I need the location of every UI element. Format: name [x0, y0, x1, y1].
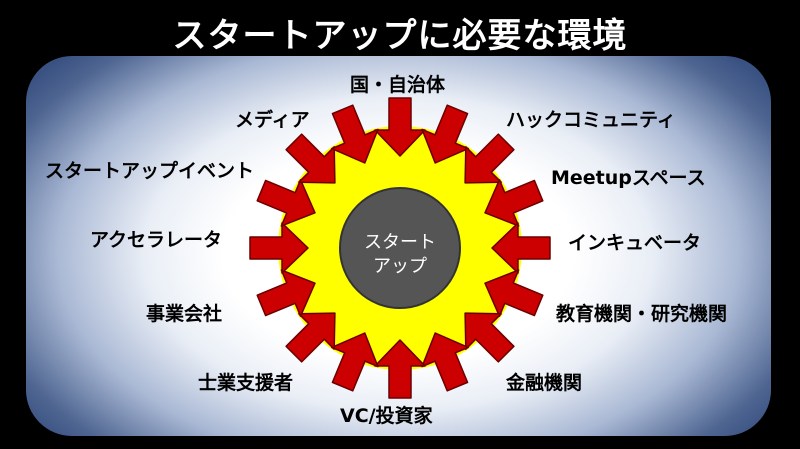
label-meetup-space: Meetupスペース: [551, 167, 706, 189]
label-hack-community: ハックコミュニティ: [506, 109, 676, 131]
inward-arrow-icon: [285, 312, 336, 363]
label-startup-events: スタートアップイベント: [45, 160, 255, 182]
inward-arrow-icon: [484, 179, 544, 227]
inward-arrow-icon: [421, 104, 469, 164]
inward-arrow-icon: [464, 133, 515, 184]
inward-arrow-icon: [256, 179, 316, 227]
inward-arrow-icon: [285, 133, 336, 184]
center-label: スタート アップ: [340, 231, 460, 279]
inward-arrow-icon: [249, 222, 309, 274]
inward-arrow-icon: [484, 269, 544, 317]
label-government: 国・自治体: [350, 74, 446, 96]
center-label-line2: アップ: [373, 256, 427, 277]
inward-arrow-icon: [374, 97, 426, 157]
label-business-companies: 事業会社: [146, 303, 223, 325]
inward-arrow-icon: [464, 312, 515, 363]
label-incubator: インキュベータ: [568, 232, 702, 254]
label-professional-support: 士業支援者: [198, 372, 294, 394]
center-label-line1: スタート: [364, 232, 436, 253]
inward-arrow-icon: [331, 104, 379, 164]
label-media: メディア: [235, 109, 310, 131]
label-financial-institutions: 金融機関: [506, 372, 583, 394]
inward-arrow-icon: [331, 332, 379, 392]
label-education-research: 教育機関・研究機関: [556, 303, 728, 325]
inward-arrow-icon: [421, 332, 469, 392]
inward-arrow-icon: [491, 222, 551, 274]
label-vc-investors: VC/投資家: [340, 405, 433, 427]
label-accelerator: アクセラレータ: [90, 229, 223, 251]
page-title: スタートアップに必要な環境: [172, 16, 628, 56]
inward-arrow-icon: [374, 339, 426, 399]
inward-arrow-icon: [256, 269, 316, 317]
startup-core-circle: [339, 187, 461, 309]
